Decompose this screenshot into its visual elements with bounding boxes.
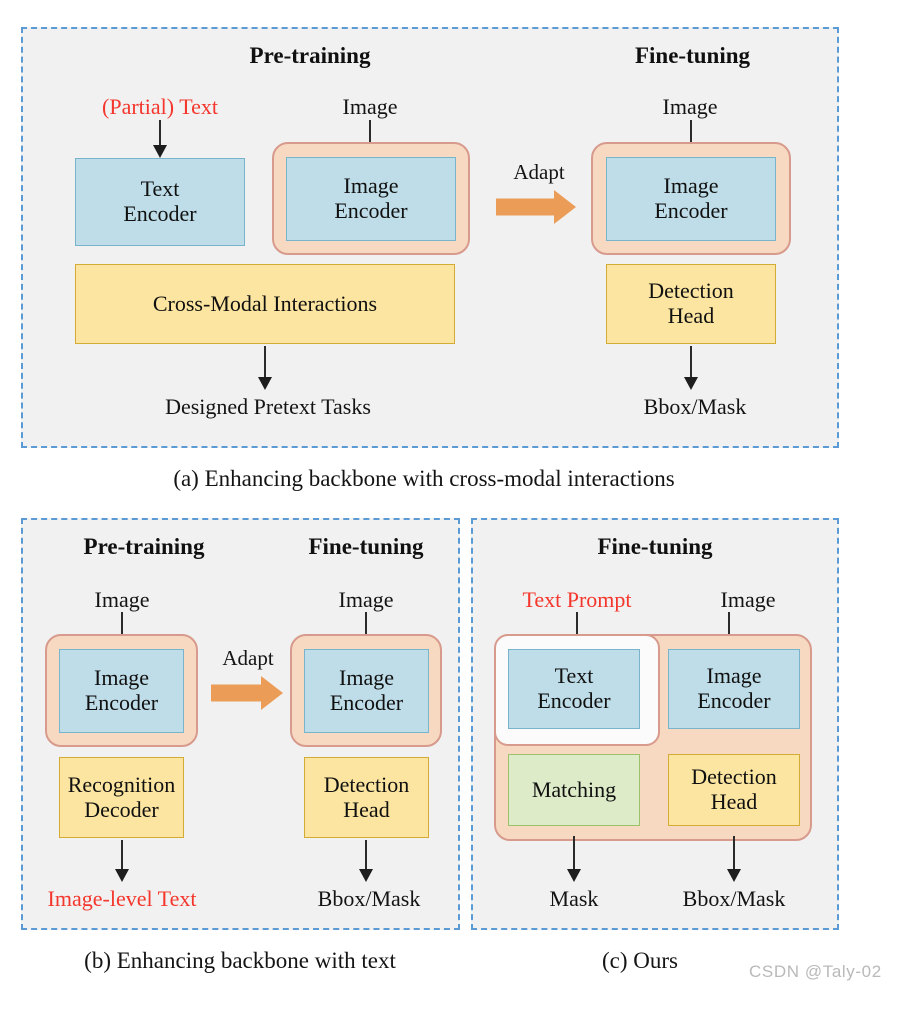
panel-a-output-bbox-mask: Bbox/Mask (643, 394, 747, 419)
panel-a-input-image-left: Image (342, 94, 398, 119)
panel-c-text-encoder-box[interactable]: Text Encoder (508, 649, 640, 729)
panel-a-arrow-to-bbox-mask (684, 346, 698, 390)
panel-c-text-encoder-line1: Text (554, 663, 594, 689)
panel-b-image-encoder-right-line2: Encoder (329, 690, 404, 715)
panel-c-detection-head-line1: Detection (691, 764, 777, 790)
panel-a-image-encoder-left-box[interactable]: Image Encoder (286, 157, 456, 241)
panel-a-cross-modal-box[interactable]: Cross-Modal Interactions (75, 264, 455, 344)
panel-b-output-image-level-text: Image-level Text (47, 886, 197, 911)
panel-b-output-bbox-mask: Bbox/Mask (317, 886, 421, 911)
panel-b-arrow-to-bbox-mask (359, 840, 373, 882)
panel-c-image-encoder-box[interactable]: Image Encoder (668, 649, 800, 729)
panel-b-detection-head-box[interactable]: Detection Head (304, 757, 429, 838)
panel-a-image-encoder-right-line1: Image (663, 173, 719, 199)
panel-b-finetuning-title: Fine-tuning (308, 534, 424, 559)
panel-b-image-encoder-left-line1: Image (94, 665, 149, 691)
panel-a-image-encoder-right-line2: Encoder (654, 198, 728, 223)
panel-b-image-encoder-left-box[interactable]: Image Encoder (59, 649, 184, 733)
panel-c-arrow-to-mask (567, 836, 581, 882)
csdn-watermark: CSDN @Taly-02 (749, 962, 882, 981)
panel-a-text-encoder-line1: Text (140, 176, 180, 202)
panel-a-output-pretext-tasks: Designed Pretext Tasks (165, 394, 371, 419)
panel-a-arrow-text-to-encoder (153, 120, 167, 158)
panel-a-pretraining-title: Pre-training (249, 43, 371, 68)
panel-b-arrow-to-image-level-text (115, 840, 129, 882)
panel-c-arrow-to-bbox-mask (727, 836, 741, 882)
panel-b-recognition-decoder-line2: Decoder (84, 796, 159, 822)
panel-b-recognition-decoder-line1: Recognition (67, 771, 176, 797)
panel-a-cross-modal-label: Cross-Modal Interactions (152, 290, 378, 316)
panel-c-output-bbox-mask: Bbox/Mask (682, 886, 786, 911)
panel-a-input-partial-text: (Partial) Text (102, 94, 218, 119)
panel-a-text-encoder-box[interactable]: Text Encoder (75, 158, 245, 246)
panel-b-input-image-left: Image (94, 587, 150, 612)
panel-b-image-encoder-right-line1: Image (339, 665, 394, 691)
panel-a-adapt-arrow (496, 190, 576, 224)
panel-a-image-encoder-left-line2: Encoder (334, 198, 408, 223)
panel-b-recognition-decoder-box[interactable]: Recognition Decoder (59, 757, 184, 838)
panel-a-finetuning-title: Fine-tuning (634, 43, 751, 68)
panel-b-adapt-arrow (211, 676, 283, 710)
panel-b-detection-head-line1: Detection (323, 771, 410, 797)
panel-a-image-encoder-right-box[interactable]: Image Encoder (606, 157, 776, 241)
panel-b-image-encoder-right-box[interactable]: Image Encoder (304, 649, 429, 733)
panel-a-detection-head-box[interactable]: Detection Head (606, 264, 776, 344)
panel-c-input-text-prompt: Text Prompt (522, 587, 632, 612)
panel-a-image-encoder-left-line1: Image (343, 173, 399, 199)
panel-b-detection-head-line2: Head (343, 796, 390, 822)
panel-c-input-image: Image (720, 587, 776, 612)
panel-a-detection-head-line1: Detection (648, 278, 734, 304)
panel-c-finetuning-title: Fine-tuning (597, 534, 713, 559)
panel-b-caption: (b) Enhancing backbone with text (84, 948, 396, 973)
panel-c-detection-head-line2: Head (710, 789, 758, 814)
panel-c-image-encoder-line2: Encoder (697, 688, 771, 713)
panel-c-detection-head-box[interactable]: Detection Head (668, 754, 800, 826)
panel-a-adapt-label: Adapt (513, 160, 565, 184)
panel-c-matching-label: Matching (531, 776, 617, 802)
panel-a-detection-head-line2: Head (667, 303, 715, 328)
panel-a-arrow-to-pretext-tasks (258, 346, 272, 390)
panel-b-image-encoder-left-line2: Encoder (84, 690, 159, 715)
panel-c-image-encoder-line1: Image (706, 663, 762, 689)
panel-c-text-encoder-line2: Encoder (537, 688, 611, 713)
panel-b-pretraining-title: Pre-training (83, 534, 205, 559)
panel-c-matching-box[interactable]: Matching (508, 754, 640, 826)
panel-a-text-encoder-line2: Encoder (123, 201, 197, 226)
panel-c-output-mask: Mask (549, 886, 599, 911)
panel-a-caption: (a) Enhancing backbone with cross-modal … (173, 466, 675, 491)
panel-a-input-image-right: Image (662, 94, 718, 119)
panel-c-caption: (c) Ours (602, 948, 678, 973)
panel-b-input-image-right: Image (338, 587, 394, 612)
panel-b-adapt-label: Adapt (222, 646, 274, 670)
